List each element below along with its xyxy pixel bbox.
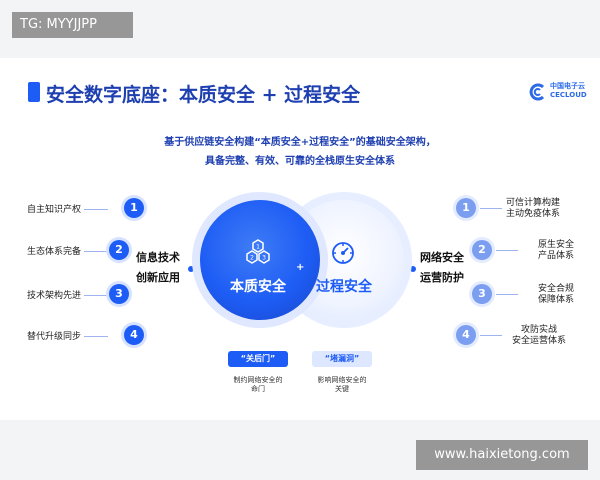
- right-item-label-line: 安全运营体系: [512, 336, 567, 346]
- right-item-label-line: 主动免疫体系: [506, 209, 561, 219]
- right-item-label-line: 安全合规: [538, 284, 575, 294]
- connector-dot: [188, 266, 194, 272]
- plus-sign: +: [296, 262, 305, 273]
- left-item: 技术架构先进: [0, 284, 125, 306]
- compass-icon: [332, 242, 354, 264]
- svg-text:1: 1: [256, 244, 260, 251]
- left-item-label: 生态体系完备: [26, 247, 81, 257]
- left-item-label: 替代升级同步: [26, 332, 81, 342]
- svg-text:3: 3: [262, 255, 266, 262]
- watermark-bottom: www.haixietong.com: [416, 440, 588, 470]
- number-badge: 4: [456, 325, 476, 345]
- right-item-label-line: 攻防实战: [521, 325, 558, 335]
- connector-line: [84, 336, 108, 337]
- number-badge: 3: [109, 284, 129, 304]
- cecloud-logo: 中国电子云 CECLOUD: [528, 80, 590, 104]
- right-side-text-line: 网络安全: [420, 251, 464, 264]
- left-item: 替代升级同步: [0, 325, 125, 347]
- left-side-text: 信息技术 创新应用: [136, 248, 180, 288]
- connector-line: [84, 209, 108, 210]
- logo-cn: 中国电子云: [550, 82, 585, 90]
- hexagon-icon: 1 2 3: [246, 239, 270, 264]
- badge-caption-line: 制约网络安全的: [233, 376, 283, 384]
- number-badge: 1: [124, 198, 144, 218]
- number-badge: 3: [472, 284, 492, 304]
- subtitle-line-2: 具备完整、有效、可靠的全栈原生安全体系: [205, 156, 395, 167]
- logo-en: CECLOUD: [550, 91, 587, 99]
- right-side-text-line: 运营防护: [420, 271, 464, 284]
- number-badge: 2: [472, 240, 492, 260]
- right-item-label-line: 保障体系: [538, 295, 575, 305]
- badge-caption-line: 命门: [251, 385, 265, 393]
- connector-line: [480, 335, 502, 336]
- svg-text:2: 2: [250, 255, 254, 262]
- number-badge: 2: [109, 240, 129, 260]
- right-item-label-line: 可信计算构建: [506, 198, 561, 208]
- left-item-label: 自主知识产权: [26, 205, 81, 215]
- close-backdoor-badge: “关后门”: [228, 351, 288, 367]
- connector-line: [480, 208, 502, 209]
- connector-line: [496, 294, 518, 295]
- connector-line: [84, 295, 108, 296]
- connector-line: [84, 251, 108, 252]
- watermark-top: TG: MYYJJPP: [12, 12, 133, 38]
- connector-line: [496, 250, 518, 251]
- left-item: 自主知识产权: [0, 198, 125, 220]
- right-side-text: 网络安全 运营防护: [420, 248, 464, 288]
- subtitle-line-1: 基于供应链安全构建“本质安全+过程安全”的基础安全架构，: [164, 137, 436, 148]
- badge-caption-line: 关键: [335, 385, 349, 393]
- plug-loophole-badge: “堵漏洞”: [312, 351, 372, 367]
- left-side-text-line: 创新应用: [136, 271, 180, 284]
- left-side-text-line: 信息技术: [136, 251, 180, 264]
- close-backdoor-caption: 制约网络安全的 命门: [223, 376, 293, 394]
- plug-loophole-caption: 影响网络安全的 关键: [307, 376, 377, 394]
- number-badge: 4: [124, 325, 144, 345]
- process-safety-label: 过程安全: [316, 279, 372, 295]
- cecloud-logo-icon: [529, 83, 545, 101]
- left-item-label: 技术架构先进: [26, 291, 81, 301]
- badge-caption-line: 影响网络安全的: [317, 376, 367, 384]
- slide-title: 安全数字底座：本质安全 + 过程安全: [46, 84, 361, 106]
- right-item-label-line: 原生安全: [538, 240, 575, 250]
- connector-dot: [410, 266, 416, 272]
- left-item: 生态体系完备: [0, 240, 125, 262]
- intrinsic-safety-label: 本质安全: [230, 279, 286, 295]
- title-accent-bar: [28, 82, 40, 102]
- right-item-label-line: 产品体系: [538, 251, 575, 261]
- number-badge: 1: [456, 198, 476, 218]
